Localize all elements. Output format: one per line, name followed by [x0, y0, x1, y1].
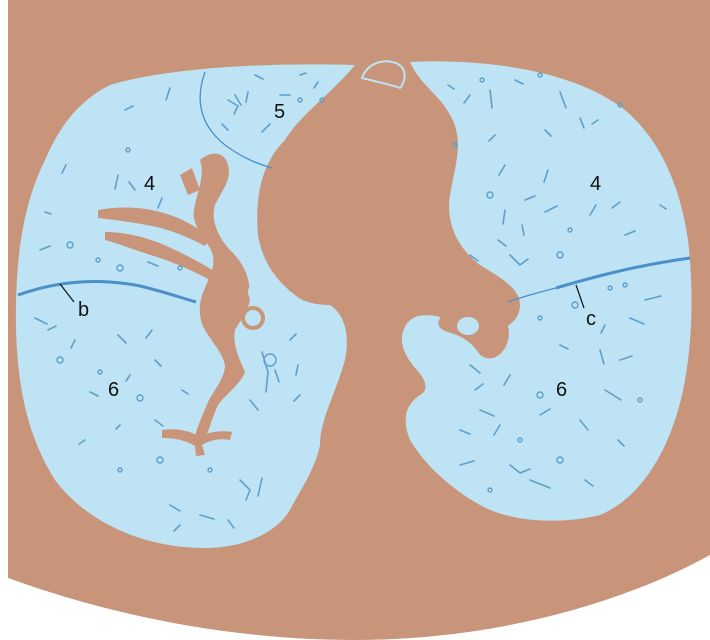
label-left-lower-lobe: 6 [556, 379, 567, 401]
label-right-middle-lobe: 5 [274, 101, 285, 123]
right-vessel-circle-2 [248, 280, 276, 304]
label-left-upper-lobe: 4 [590, 173, 601, 195]
left-vessel-circle [457, 317, 479, 335]
label-fissure-c: c [586, 308, 596, 330]
label-right-lower-lobe: 6 [108, 379, 119, 401]
right-hilum-mass [212, 280, 248, 320]
label-right-upper-lobe: 4 [144, 173, 155, 195]
right-vessel-circle-1 [243, 308, 263, 328]
label-fissure-b: b [78, 299, 89, 321]
